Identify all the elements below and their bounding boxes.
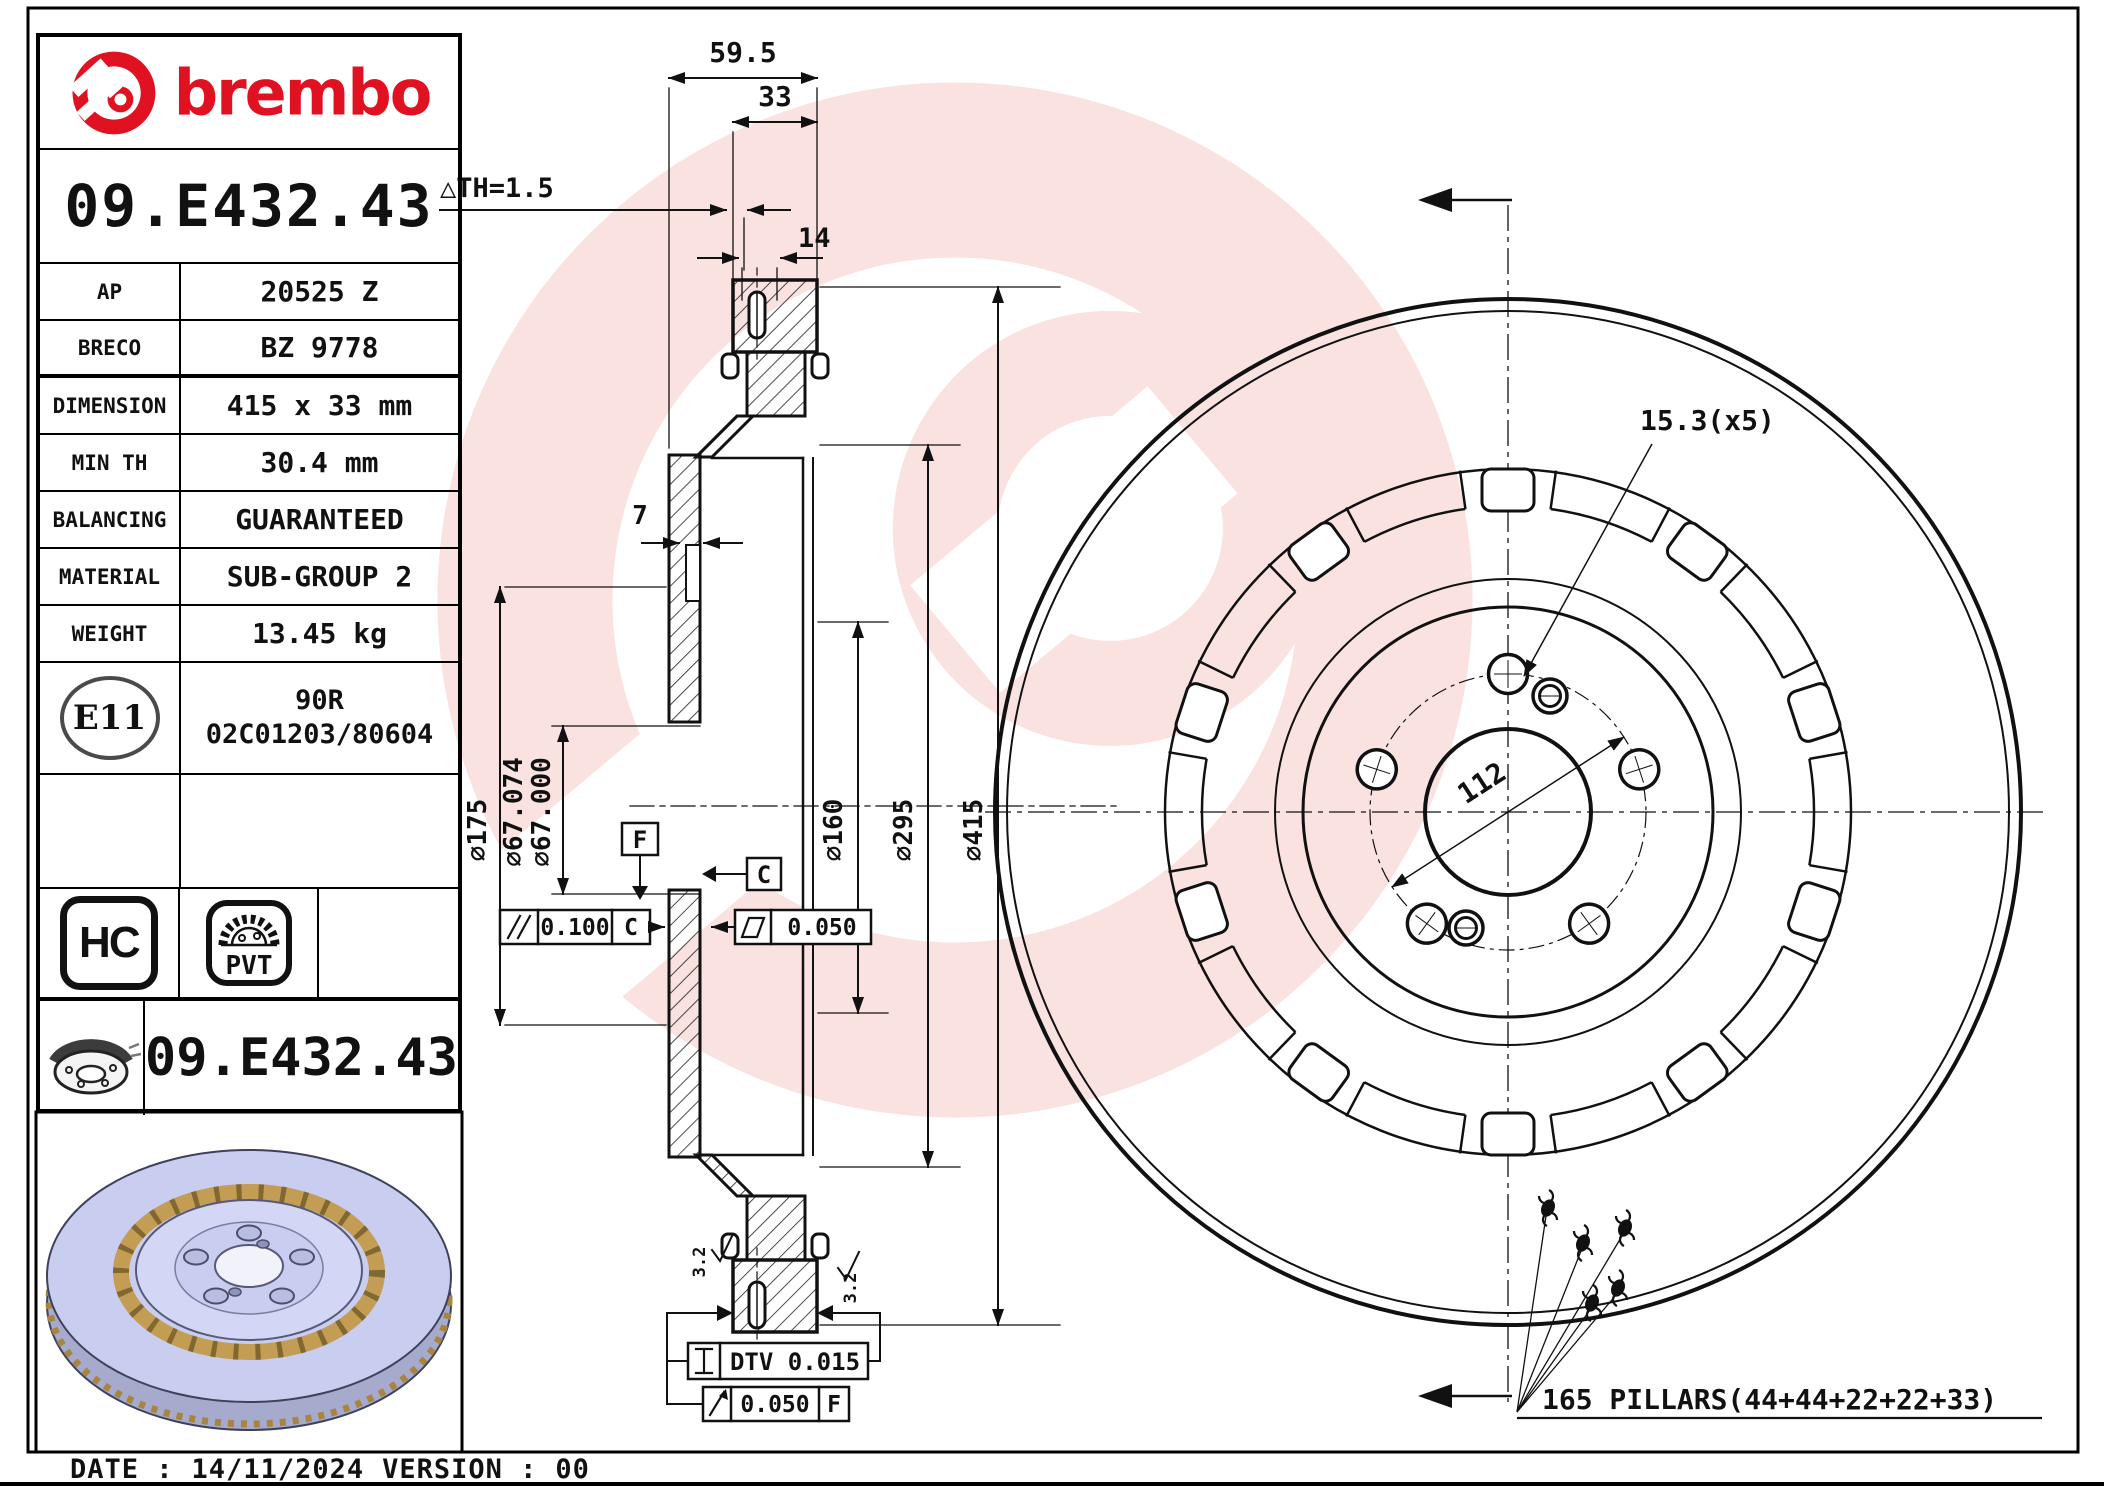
surface-finish-left: 3.2 <box>690 1232 735 1278</box>
spec-value: 13.45 kg <box>252 617 387 650</box>
pvt-cell: PVT <box>180 889 320 997</box>
dim-dia-67-min: ⌀67.000 <box>527 757 557 867</box>
spec-row-weight: WEIGHT 13.45 kg <box>40 606 458 663</box>
label-pcd: 112 <box>1452 755 1512 810</box>
footer-date-line: DATE : 14/11/2024 VERSION : 00 <box>70 1454 590 1485</box>
e11-badge-label: E11 <box>72 698 147 738</box>
dim-disc-thickness: 33 <box>758 80 792 113</box>
drawing-frame <box>26 6 2080 1454</box>
dim-dia-415: ⌀415 <box>959 799 989 862</box>
parallelism-datum: C <box>624 915 638 941</box>
spec-label: MIN TH <box>40 435 181 490</box>
dim-overall-width: 59.5 <box>709 36 776 69</box>
spec-value: 20525 Z <box>260 275 379 308</box>
disc-icon-cell <box>40 1001 145 1115</box>
flatness-frame: 0.050 <box>711 908 873 946</box>
parallelism-frame: 0.100 C <box>498 908 665 946</box>
runout-datum: F <box>827 1392 841 1418</box>
bottom-part-number: 09.E432.43 <box>144 1028 458 1088</box>
part-number: 09.E432.43 <box>64 172 434 240</box>
version-value: 00 <box>555 1454 590 1485</box>
dim-dia-295: ⌀295 <box>889 799 919 862</box>
spec-label: MATERIAL <box>40 549 181 604</box>
brembo-logo: brembo <box>40 37 458 150</box>
spec-row-dimension: DIMENSION 415 x 33 mm <box>40 378 458 435</box>
spec-row-ap: AP 20525 Z <box>40 264 458 321</box>
spec-label: BRECO <box>40 321 181 374</box>
icons-empty-cell <box>319 889 458 997</box>
title-block: brembo 09.E432.43 AP 20525 Z BRECO BZ 97… <box>36 33 462 1115</box>
spec-value: BZ 9778 <box>260 331 379 364</box>
label-pillars: 165 PILLARS(44+44+22+22+33) <box>1542 1383 1997 1416</box>
surface-finish-right: 3.2 <box>836 1250 861 1304</box>
dim-dia-67-max: ⌀67.074 <box>499 757 529 867</box>
front-view: 15.3(x5) 112 165 PILLARS(44+44+22+22+33) <box>985 188 2046 1420</box>
pillars-callout: 165 PILLARS(44+44+22+22+33) <box>1516 1188 2042 1420</box>
date-value: 14/11/2024 <box>191 1454 365 1485</box>
svg-text:3.2: 3.2 <box>841 1273 861 1304</box>
spec-row-balancing: BALANCING GUARANTEED <box>40 492 458 549</box>
date-label: DATE : <box>70 1454 174 1485</box>
homologation-number: 90R 02C01203/80604 <box>181 684 458 752</box>
dim-dia-160: ⌀160 <box>819 799 849 862</box>
disc-caliper-icon <box>49 1039 142 1095</box>
hc-cell: HC <box>40 889 180 997</box>
parallelism-value: 0.100 <box>540 915 609 941</box>
spec-value: 30.4 mm <box>260 446 379 479</box>
spec-value: SUB-GROUP 2 <box>226 560 413 593</box>
spec-label: AP <box>40 264 181 319</box>
runout-value: 0.050 <box>740 1392 809 1418</box>
e11-cell: E11 <box>40 663 181 773</box>
set-screw-holes <box>1447 677 1569 947</box>
version-label: VERSION : <box>382 1454 538 1485</box>
empty-cell <box>40 775 181 887</box>
dtv-value: DTV 0.015 <box>730 1348 860 1376</box>
flatness-value: 0.050 <box>787 915 856 941</box>
homologation-line2: 02C01203/80604 <box>205 719 434 750</box>
pvt-icon: PVT <box>205 900 292 986</box>
dim-dia-175: ⌀175 <box>463 799 493 862</box>
dim-plate: 7 <box>632 501 648 531</box>
label-bolt-hole-dia: 15.3(x5) <box>1640 404 1775 437</box>
spec-value: GUARANTEED <box>235 503 404 536</box>
section-view: 59.5 33 △TH=1.5 14 7 ⌀175 ⌀67.074 ⌀67.00… <box>439 36 1121 1423</box>
homologation-line1: 90R <box>295 685 344 716</box>
homologation-row: E11 90R 02C01203/80604 <box>40 663 458 775</box>
hc-icon: HC <box>59 896 158 990</box>
datum-f-label: F <box>633 826 647 854</box>
spec-label: BALANCING <box>40 492 181 547</box>
section-arrow-bottom <box>1418 1384 1512 1408</box>
brembo-wordmark: brembo <box>173 55 433 130</box>
spec-row-material: MATERIAL SUB-GROUP 2 <box>40 549 458 606</box>
icons-row: HC PVT <box>40 889 458 1001</box>
spec-row-breco: BRECO BZ 9778 <box>40 321 458 378</box>
spec-value: 415 x 33 mm <box>226 389 413 422</box>
brembo-logo-icon <box>68 51 156 134</box>
dim-hole: 14 <box>798 223 831 254</box>
empty-row <box>40 775 458 889</box>
disc-3d-render <box>45 1149 453 1431</box>
spec-row-minth: MIN TH 30.4 mm <box>40 435 458 492</box>
svg-text:3.2: 3.2 <box>690 1247 710 1278</box>
datum-c-label: C <box>757 861 771 889</box>
e11-badge: E11 <box>59 676 160 760</box>
pvt-label: PVT <box>225 951 272 981</box>
runout-frame: 0.050 F <box>701 1385 851 1423</box>
section-arrow-top <box>1418 188 1512 212</box>
bottom-part-row: 09.E432.43 <box>40 1001 458 1115</box>
spec-label: WEIGHT <box>40 606 181 661</box>
spec-label: DIMENSION <box>40 378 181 433</box>
part-number-row: 09.E432.43 <box>40 150 458 264</box>
dtv-frame: DTV 0.015 <box>666 1305 881 1405</box>
